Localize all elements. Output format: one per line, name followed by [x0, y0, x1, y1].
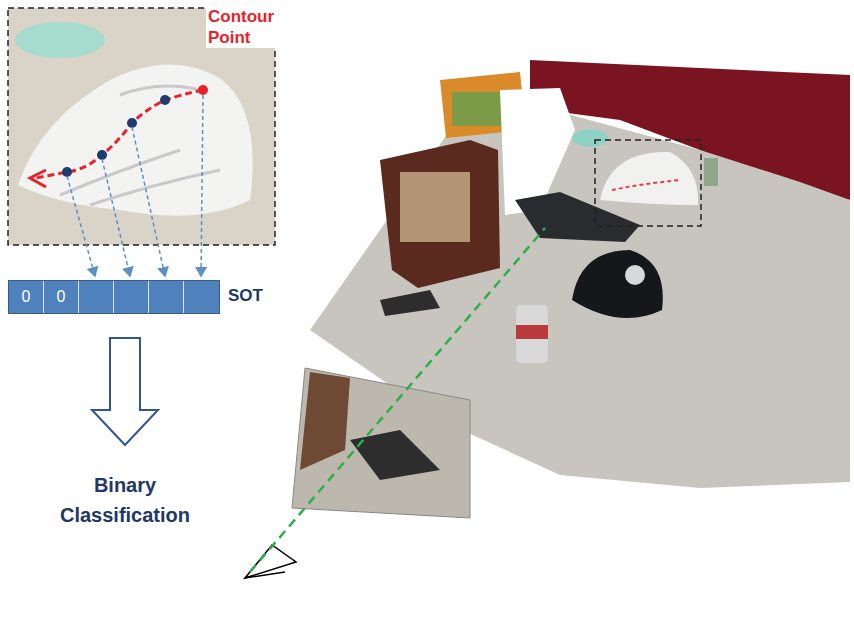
viewing-ray: [250, 228, 545, 572]
can-label: [516, 325, 548, 339]
leader-line: [102, 159, 130, 276]
sot-cell: 0: [44, 281, 79, 313]
stapler: [380, 290, 440, 316]
contour-curve: [36, 90, 203, 178]
inset-hat: [18, 64, 253, 215]
bowl: [572, 129, 608, 147]
cereal-box: [380, 140, 500, 288]
leader-line: [67, 176, 95, 276]
zoom-box: [595, 140, 701, 226]
black-cap: [572, 250, 663, 318]
white-hat: [600, 152, 698, 205]
sample-dot: [97, 150, 107, 160]
box-panel: [400, 172, 470, 242]
camera-image: [292, 368, 470, 518]
small-can: [704, 158, 718, 186]
leader-line: [201, 95, 203, 276]
sample-dot: [160, 95, 170, 105]
sot-cell: [184, 281, 218, 313]
sot-cell: [149, 281, 184, 313]
contour-point: [198, 85, 208, 95]
image-box: [300, 372, 350, 470]
cell-value: 0: [22, 288, 31, 306]
sot-cell: [79, 281, 114, 313]
contour-curve-small: [612, 180, 680, 190]
callout-label: Contour Point: [206, 6, 302, 48]
sot-label: SOT: [228, 286, 263, 306]
sample-dot: [62, 167, 72, 177]
sot-bar: 00SOT: [8, 280, 298, 314]
camera-edge: [245, 572, 285, 578]
sot-cell: 0: [9, 281, 44, 313]
inset-bowl: [15, 22, 105, 58]
image-objects: [350, 430, 440, 480]
contour-arrowhead: [30, 170, 46, 187]
sot-strip: 00: [8, 280, 220, 314]
output-label: Binary Classification: [45, 470, 205, 530]
sot-cell: [114, 281, 149, 313]
sample-dot: [127, 118, 137, 128]
can: [516, 305, 548, 363]
cap-logo: [625, 265, 645, 285]
hollow-arrow: [92, 338, 158, 445]
leader-line: [132, 127, 165, 276]
hat-stripes: [60, 86, 220, 205]
cell-value: 0: [57, 288, 66, 306]
